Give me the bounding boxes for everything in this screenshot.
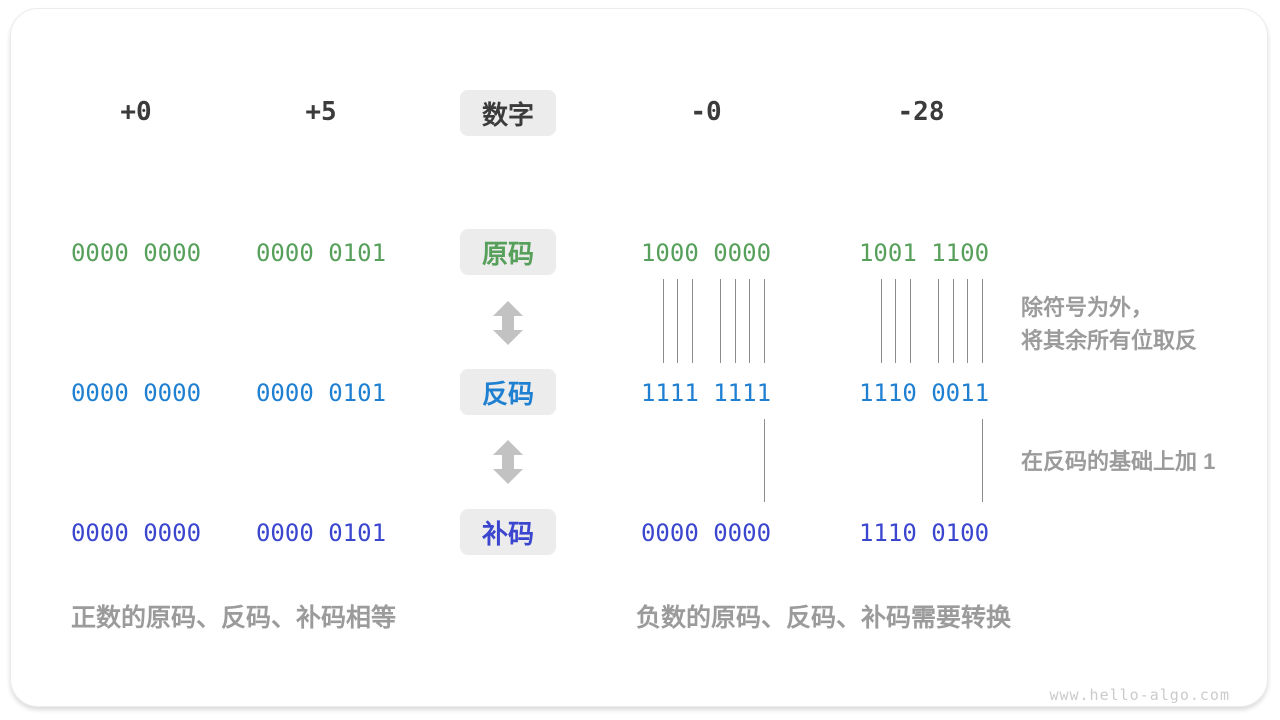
sign-magnitude-plus-zero: 0000 0000 (70, 239, 202, 267)
flip-bit-connector-line (663, 279, 664, 363)
updown-arrow-icon (493, 301, 523, 345)
negative-numbers-note: 负数的原码、反码、补码需要转换 (636, 604, 1012, 632)
ones-complement-plus-zero: 0000 0000 (70, 379, 202, 407)
flip-bit-connector-line (677, 279, 678, 363)
sign-magnitude-minus-zero: 1000 0000 (640, 239, 772, 267)
flip-bit-connector-line (953, 279, 954, 363)
row-label-ones-complement: 反码 (460, 369, 556, 415)
flip-bit-connector-line (764, 279, 765, 363)
flip-bit-connector-line (895, 279, 896, 363)
column-header-minus-28: -28 (897, 97, 945, 127)
flip-bit-connector-line (749, 279, 750, 363)
ones-complement-plus-five: 0000 0101 (255, 379, 387, 407)
column-header-minus-zero: -0 (690, 97, 722, 127)
twos-complement-plus-zero: 0000 0000 (70, 519, 202, 547)
ones-complement-minus-zero: 1111 1111 (640, 379, 772, 407)
flip-bit-connector-line (881, 279, 882, 363)
add-one-annotation: 在反码的基础上加 1 (1021, 449, 1216, 474)
flip-bit-connector-line (967, 279, 968, 363)
twos-complement-minus-zero: 0000 0000 (640, 519, 772, 547)
carry-connector-line (982, 419, 983, 502)
site-watermark: www.hello-algo.com (1049, 686, 1230, 704)
flip-bit-connector-line (910, 279, 911, 363)
flip-bit-connector-line (692, 279, 693, 363)
sign-magnitude-plus-five: 0000 0101 (255, 239, 387, 267)
updown-arrow-icon (493, 440, 523, 484)
invert-annotation-line2: 将其余所有位取反 (1021, 328, 1198, 353)
invert-annotation-line1: 除符号为外， (1021, 295, 1154, 320)
diagram-panel: +0 +5 数字 -0 -28 0000 0000 0000 0101 原码 1… (10, 8, 1268, 707)
column-header-plus-five: +5 (305, 97, 337, 127)
flip-bit-connector-line (982, 279, 983, 363)
twos-complement-plus-five: 0000 0101 (255, 519, 387, 547)
row-label-twos-complement: 补码 (460, 509, 556, 555)
row-label-sign-magnitude: 原码 (460, 229, 556, 275)
flip-bit-connector-line (735, 279, 736, 363)
column-header-plus-zero: +0 (120, 97, 152, 127)
flip-bit-connector-line (720, 279, 721, 363)
sign-magnitude-minus-28: 1001 1100 (858, 239, 990, 267)
row-label-number: 数字 (460, 90, 556, 136)
positive-numbers-note: 正数的原码、反码、补码相等 (71, 604, 397, 632)
carry-connector-line (764, 419, 765, 502)
ones-complement-minus-28: 1110 0011 (858, 379, 990, 407)
flip-bit-connector-line (938, 279, 939, 363)
twos-complement-minus-28: 1110 0100 (858, 519, 990, 547)
